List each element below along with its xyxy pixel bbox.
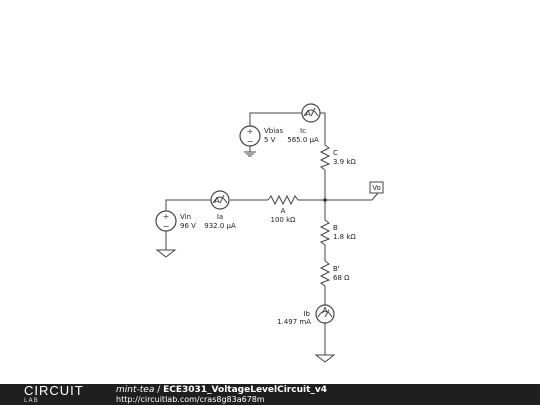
rb2-zigzag [319, 260, 331, 287]
circuitlab-logo[interactable]: CIRCUIT [24, 383, 84, 398]
ra-name-label: A [281, 207, 286, 215]
schematic-canvas: + − Vbias 5 V A Ic 565.0 μA C 3.9 kΩ Vo … [155, 103, 384, 363]
ia-meter-arc [212, 196, 228, 204]
vo-output[interactable]: Vo [369, 181, 384, 194]
vbias-minus-sign: − [247, 137, 254, 146]
rb-name-label: B [333, 224, 338, 232]
wire-ic-to-rc [320, 112, 326, 145]
ic-name-label: Ic [300, 127, 306, 135]
footer-bar: CIRCUIT LAB mint-tea / ECE3031_VoltageLe… [0, 384, 540, 405]
ra-zigzag [267, 194, 299, 206]
vin-ground-icon [155, 249, 177, 258]
meta-separator: / [154, 385, 164, 395]
circuit-title[interactable]: ECE3031_VoltageLevelCircuit_v4 [163, 385, 328, 395]
rc-zigzag [319, 144, 331, 171]
rc-name-label: C [333, 149, 338, 157]
ic-meter-letter: A [305, 109, 311, 118]
ic-meter-symbol [301, 103, 321, 123]
ib-ground-icon [314, 354, 336, 363]
circuitlab-logo-subtext: LAB [24, 397, 39, 404]
ib-meter-symbol [315, 304, 335, 324]
ia-meter-symbol [210, 190, 230, 210]
vbias-symbol [239, 125, 261, 147]
rb2-name-label: B' [333, 265, 340, 273]
ib-name-label: Ib [303, 310, 310, 318]
vin-value-label: 96 V [180, 222, 196, 230]
wires [165, 112, 379, 355]
ra-value-label: 100 kΩ [271, 216, 297, 224]
vin-plus-sign: + [163, 212, 170, 221]
ib-value-label: 1.497 mA [277, 318, 311, 326]
rc-value-label: 3.9 kΩ [333, 158, 356, 166]
rb2-value-label: 68 Ω [333, 274, 350, 282]
vbias-source[interactable]: + − Vbias 5 V [239, 125, 283, 147]
ib-meter-needle [324, 309, 330, 318]
ib-meter-letter: A [322, 306, 328, 315]
wire-vin-to-ia [165, 199, 211, 211]
resistor-a[interactable]: A 100 kΩ [267, 194, 299, 224]
vin-name-label: Vin [180, 213, 191, 221]
vo-label: Vo [372, 184, 381, 192]
resistor-b-prime[interactable]: B' 68 Ω [319, 260, 350, 287]
junction-dot [323, 198, 327, 202]
vbias-name-label: Vbias [264, 127, 283, 135]
vbias-value-label: 5 V [264, 136, 276, 144]
wire-node-to-vo [325, 192, 379, 201]
ammeter-ia[interactable]: A Ia 932.0 μA [204, 190, 236, 230]
author-name[interactable]: mint-tea [116, 385, 155, 395]
resistor-c[interactable]: C 3.9 kΩ [319, 144, 356, 171]
ia-meter-needle [219, 194, 225, 204]
resistor-b[interactable]: B 1.8 kΩ [319, 219, 356, 246]
vo-box [369, 181, 384, 194]
ic-value-label: 565.0 μA [287, 136, 319, 144]
ia-value-label: 932.0 μA [204, 222, 236, 230]
ic-meter-needle [310, 107, 316, 117]
circuit-url[interactable]: http://circuitlab.com/cras8g83a678m [116, 395, 265, 404]
ammeter-ic[interactable]: A Ic 565.0 μA [287, 103, 321, 144]
ia-meter-letter: A [214, 196, 220, 205]
vin-source[interactable]: + − Vin 96 V [155, 210, 196, 232]
vbias-plus-sign: + [247, 127, 254, 136]
rb-value-label: 1.8 kΩ [333, 233, 356, 241]
wire-vbias-to-ic [249, 112, 303, 126]
ic-meter-arc [303, 109, 319, 117]
circuit-meta: mint-tea / ECE3031_VoltageLevelCircuit_v… [116, 385, 327, 395]
ammeter-ib[interactable]: A Ib 1.497 mA [277, 304, 335, 326]
vbias-ground-icon [244, 151, 256, 157]
ia-name-label: Ia [217, 213, 223, 221]
vin-symbol [155, 210, 177, 232]
vin-minus-sign: − [163, 222, 170, 231]
ib-meter-arc [317, 310, 333, 318]
rb-zigzag [319, 219, 331, 246]
